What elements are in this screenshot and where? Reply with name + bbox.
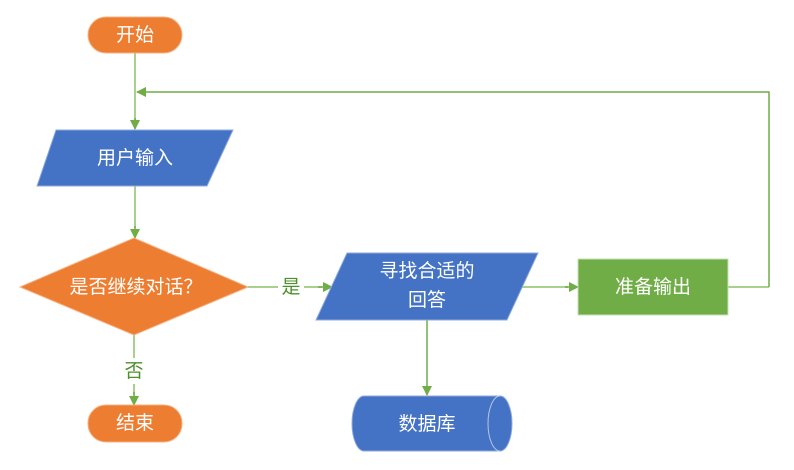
find-answer-label-line1: 寻找合适的: [379, 260, 474, 282]
input-parallelogram-shape: [36, 129, 234, 187]
find-parallelogram-shape: [315, 252, 539, 321]
database-cylinder-edge: [487, 395, 501, 452]
node-start[interactable]: 开始: [87, 16, 183, 54]
prepare-output-label: 准备输出: [615, 276, 691, 298]
node-find-answer[interactable]: 寻找合适的 回答: [315, 252, 539, 321]
edge-label-yes: 是: [281, 276, 300, 298]
connector-loop-back: [136, 87, 770, 288]
user-input-label: 用户输入: [97, 147, 173, 169]
edge-label-no: 否: [124, 360, 143, 382]
node-end[interactable]: 结束: [87, 404, 183, 443]
prepare-rect-shape: [577, 258, 729, 316]
start-label: 开始: [116, 24, 154, 46]
find-answer-label-line2: 回答: [408, 289, 446, 311]
end-label: 结束: [116, 412, 154, 434]
end-terminal-shape: [87, 404, 183, 443]
node-user-input[interactable]: 用户输入: [36, 129, 234, 187]
decision-label: 是否继续对话？: [69, 276, 202, 298]
node-database[interactable]: 数据库: [351, 395, 513, 452]
node-prepare-output[interactable]: 准备输出: [577, 258, 729, 316]
node-decision[interactable]: 是否继续对话？: [18, 237, 250, 336]
database-label: 数据库: [398, 413, 455, 435]
decision-diamond-shape: [18, 237, 250, 336]
start-terminal-shape: [87, 16, 183, 54]
